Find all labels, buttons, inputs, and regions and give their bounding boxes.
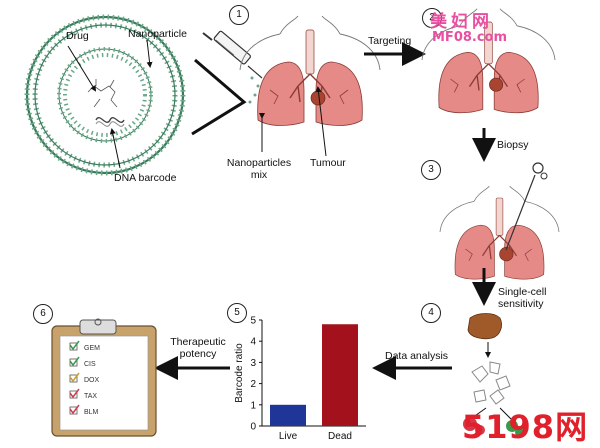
patient-step3 <box>439 185 560 280</box>
x-tick-label: Dead <box>328 431 352 442</box>
clipboard-drug-label: GEM <box>84 345 100 352</box>
tumour-sample-icon <box>467 313 502 340</box>
step-3-badge: 3 <box>421 160 441 180</box>
checkbox-icon <box>69 390 78 399</box>
nanoparticle-illustration <box>24 14 186 176</box>
y-tick-label: 0 <box>250 422 256 433</box>
patient-step1 <box>239 15 381 127</box>
checkbox-icon <box>69 374 78 383</box>
y-axis-label: Barcode ratio <box>234 343 245 403</box>
connector-lines <box>191 58 247 136</box>
y-tick-label: 5 <box>250 316 256 327</box>
label-single-cell-line2: sensitivity <box>498 298 544 310</box>
tumour-cell-icons <box>463 407 525 437</box>
biopsy-needle-icon <box>505 162 548 251</box>
check-mark-icon <box>69 356 80 367</box>
y-tick-label: 2 <box>250 379 256 390</box>
x-tick-label: Live <box>279 431 298 442</box>
step-4-badge: 4 <box>421 303 441 323</box>
checkbox-icon <box>69 406 78 415</box>
label-nanoparticles-mix-line2: mix <box>250 169 268 181</box>
label-single-cell-sensitivity: Single-cell sensitivity <box>498 286 546 310</box>
check-mark-icon <box>69 388 80 399</box>
label-drug: Drug <box>66 30 89 42</box>
clipboard-drug-label: CIS <box>84 361 96 368</box>
clipboard-drug-label: TAX <box>84 393 97 400</box>
label-single-cell-line1: Single-cell <box>498 286 547 298</box>
clipboard-icon: GEM CIS DOX TAX BLM <box>51 318 157 437</box>
label-tumour: Tumour <box>310 157 346 169</box>
y-tick-label: 4 <box>250 337 256 348</box>
clipboard-drug-list: GEM CIS DOX TAX BLM <box>69 340 100 416</box>
label-biopsy: Biopsy <box>497 139 529 151</box>
watermark-top-url: MF08.com <box>432 30 508 45</box>
step-2-badge: 2 <box>422 8 442 28</box>
label-nanoparticles-mix: Nanoparticles mix <box>214 157 304 181</box>
step-6-badge: 6 <box>33 304 53 324</box>
label-nanoparticles-mix-line1: Nanoparticles <box>226 157 292 169</box>
checkbox-icon <box>69 342 78 351</box>
label-therapeutic-potency: Therapeutic potency <box>158 336 238 360</box>
label-therapeutic-line2: potency <box>179 348 217 360</box>
label-targeting: Targeting <box>368 35 412 47</box>
y-tick-label: 1 <box>250 400 256 411</box>
dissociated-cells <box>471 361 511 405</box>
clipboard-drug-label: BLM <box>84 409 99 416</box>
watermark-top: 美妇网 <box>430 12 493 32</box>
label-therapeutic-line1: Therapeutic <box>170 336 226 348</box>
step-1-badge: 1 <box>229 5 249 25</box>
y-tick-label: 3 <box>250 358 256 369</box>
check-mark-icon <box>69 372 80 383</box>
step-5-badge: 5 <box>227 303 247 323</box>
label-nanoparticle: Nanoparticle <box>128 28 187 40</box>
clipboard-drug-label: DOX <box>84 377 100 384</box>
bar-live <box>270 404 306 426</box>
label-data-analysis: Data analysis <box>385 350 449 362</box>
watermark-bottom: 5198网 <box>462 408 589 446</box>
checkbox-icon <box>69 358 78 367</box>
patient-step2 <box>421 8 556 114</box>
bar-dead <box>322 324 358 426</box>
check-mark-icon <box>69 340 80 351</box>
check-mark-icon <box>69 404 80 415</box>
label-dna-barcode: DNA barcode <box>114 172 177 184</box>
syringe-icon <box>202 30 263 79</box>
